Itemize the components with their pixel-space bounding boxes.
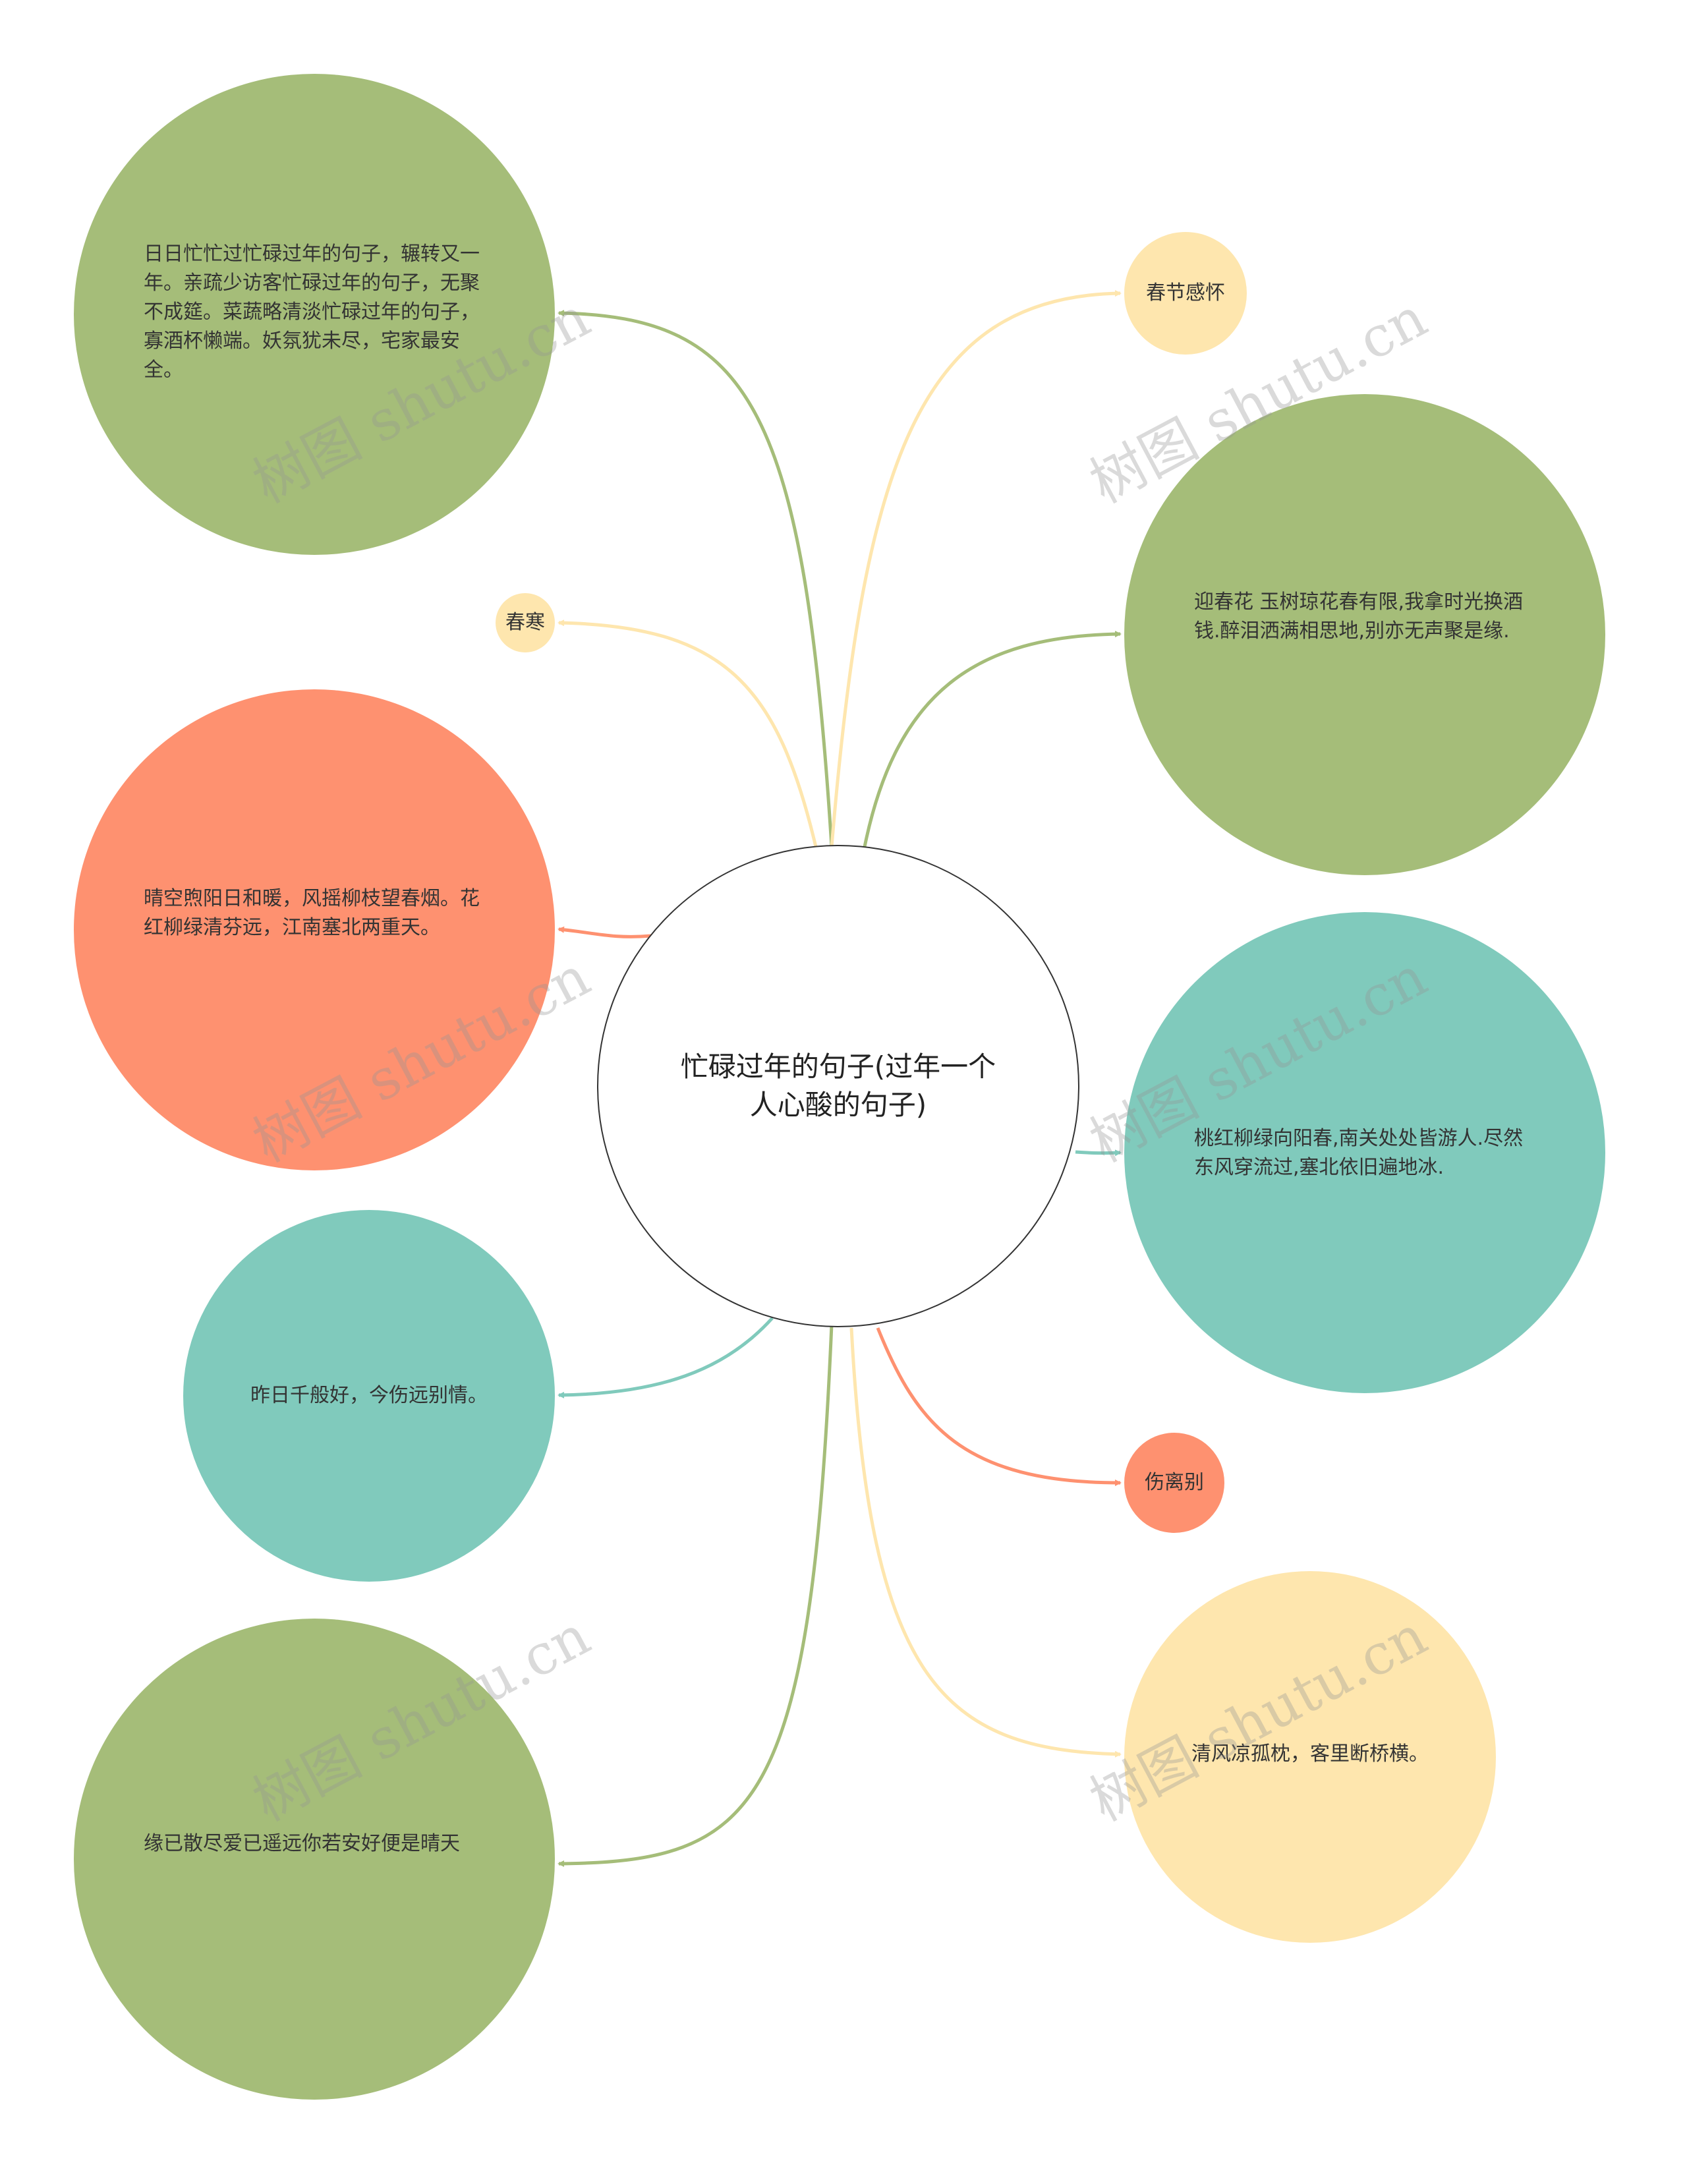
node-text: 春节感怀 (1146, 281, 1225, 304)
node-winter-jasmine-poem[interactable]: 迎春花 玉树琼花春有限,我拿时光换酒钱.醉泪洒满相思地,别亦无声聚是缘. (1124, 394, 1605, 875)
node-text: 桃红柳绿向阳春,南关处处皆游人.尽然东风穿流过,塞北依旧遍地冰. (1194, 1127, 1524, 1179)
edge-n8 (1075, 1149, 1122, 1157)
node-text: 昨日千般好，今伤远别情。 (250, 1384, 488, 1407)
central-topic[interactable]: 忙碌过年的句子(过年一个人心酸的句子) (597, 845, 1079, 1327)
node-cool-breeze-line[interactable]: 清风凉孤枕，客里断桥横。 (1124, 1571, 1496, 1943)
edge-n5 (558, 1324, 834, 1867)
edge-n4 (558, 1317, 774, 1398)
edge-n2 (558, 619, 818, 848)
central-topic-text: 忙碌过年的句子(过年一个人心酸的句子) (680, 1050, 996, 1121)
node-text: 春寒 (505, 611, 545, 634)
node-farewell-line[interactable]: 昨日千般好，今伤远别情。 (183, 1210, 555, 1582)
node-spring-festival-feelings[interactable]: 春节感怀 (1124, 232, 1247, 355)
node-text: 伤离别 (1145, 1471, 1204, 1494)
node-fate-line[interactable]: 缘已散尽爱已遥远你若安好便是晴天 (74, 1619, 555, 2100)
node-spring-cold[interactable]: 春寒 (496, 593, 555, 652)
node-busy-new-year-poem[interactable]: 日日忙忙过忙碌过年的句子，辗转又一年。亲疏少访客忙碌过年的句子，无聚不成筵。菜蔬… (74, 74, 555, 555)
node-text: 日日忙忙过忙碌过年的句子，辗转又一年。亲疏少访客忙碌过年的句子，无聚不成筵。菜蔬… (144, 243, 480, 382)
edge-n3 (558, 926, 652, 938)
edge-n10 (849, 1327, 1122, 1758)
node-text: 清风凉孤枕，客里断桥横。 (1191, 1742, 1429, 1766)
node-peach-willow-poem[interactable]: 桃红柳绿向阳春,南关处处皆游人.尽然东风穿流过,塞北依旧遍地冰. (1124, 912, 1605, 1393)
node-text: 迎春花 玉树琼花春有限,我拿时光换酒钱.醉泪洒满相思地,别亦无声聚是缘. (1194, 590, 1524, 643)
node-sad-parting[interactable]: 伤离别 (1124, 1433, 1224, 1533)
node-sunny-spring-poem[interactable]: 晴空煦阳日和暖，风摇柳枝望春烟。花红柳绿清芬远，江南塞北两重天。 (74, 689, 555, 1170)
edge-n7 (863, 631, 1122, 848)
edge-n9 (876, 1327, 1122, 1486)
node-text: 缘已散尽爱已遥远你若安好便是晴天 (144, 1832, 460, 1855)
edge-n1 (558, 310, 834, 848)
edge-n6 (830, 290, 1122, 848)
node-text: 晴空煦阳日和暖，风摇柳枝望春烟。花红柳绿清芬远，江南塞北两重天。 (144, 887, 480, 939)
